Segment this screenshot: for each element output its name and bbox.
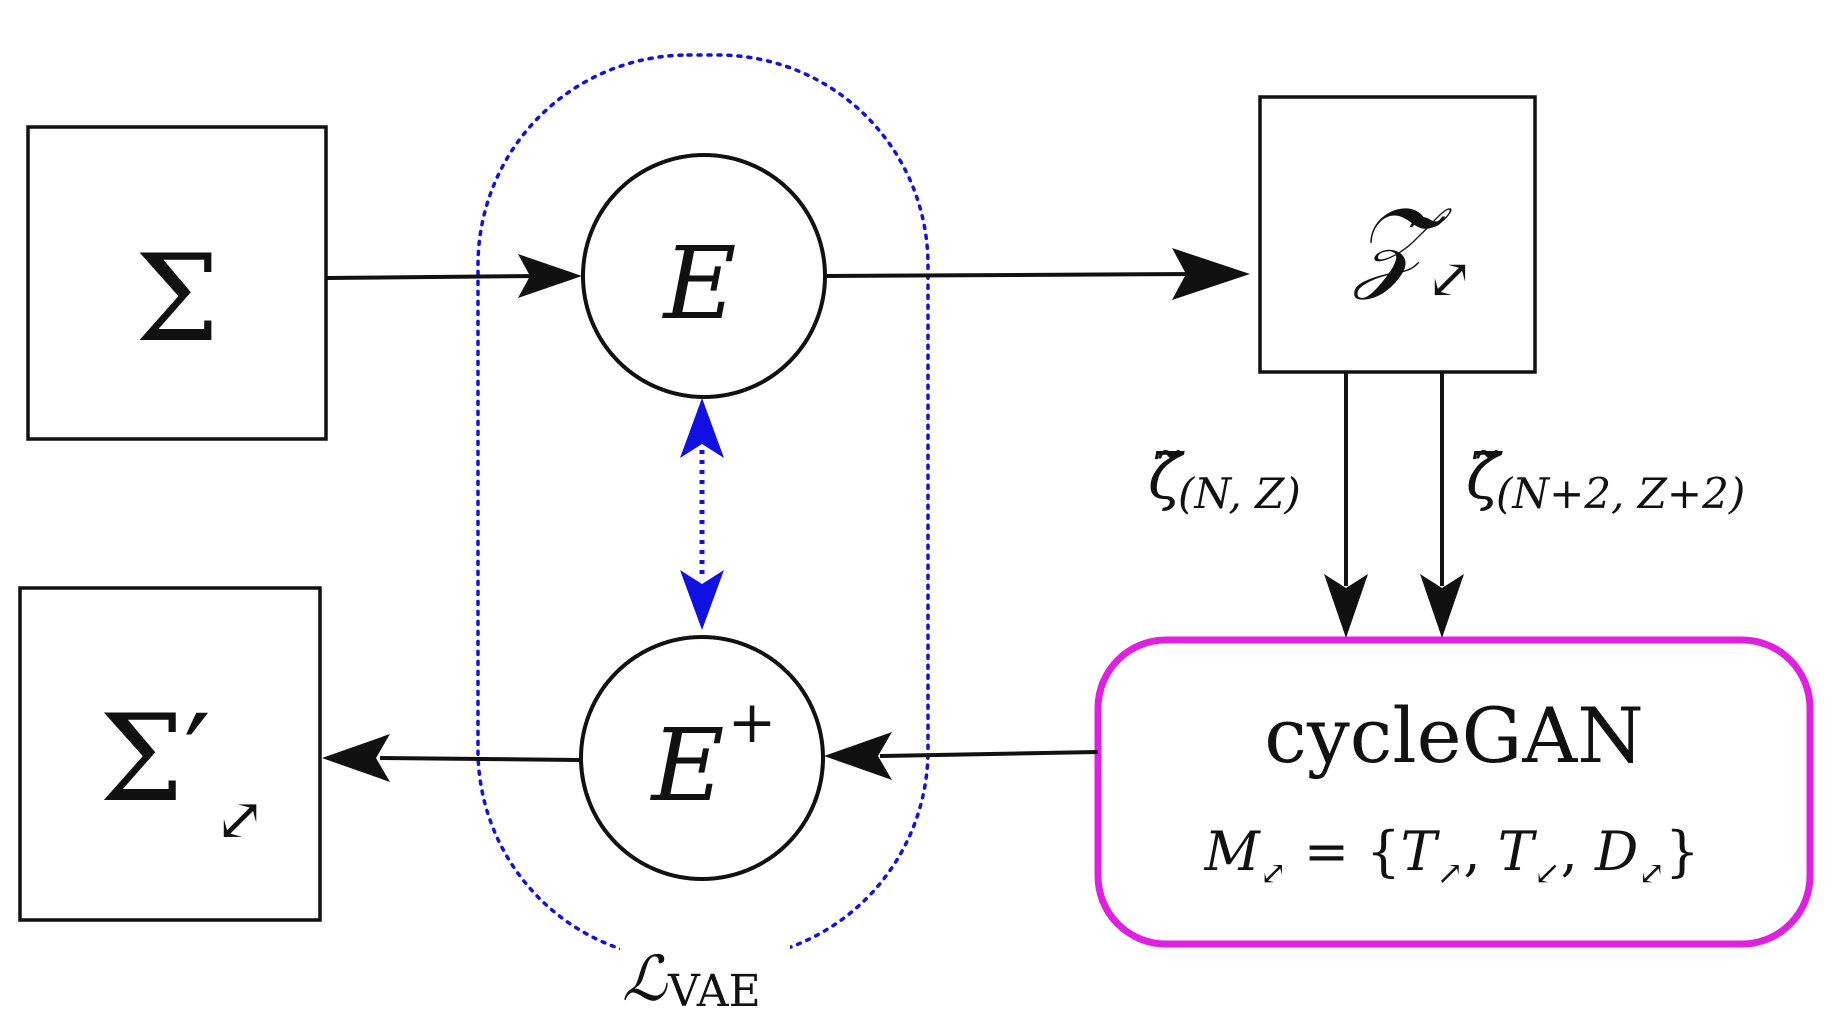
encoder-plus-node: E +	[579, 635, 825, 881]
formula-sep2: ,	[1561, 820, 1595, 883]
formula-t1-sub: ↗	[1437, 854, 1464, 892]
cyclegan-node: cycleGAN M⤢ = {T↗, T↙, D⤢}	[1094, 636, 1814, 948]
formula-eq: = {	[1287, 820, 1401, 883]
formula-t1: T	[1401, 820, 1441, 883]
zeta1-label: ζ̃ (N, Z)	[1148, 440, 1301, 518]
vae-loss-label: ℒ VAE	[620, 942, 790, 1017]
vae-loss-symbol: ℒ	[622, 942, 668, 1015]
encoder-plus-label: E	[650, 707, 725, 824]
sigma-node: Σ	[26, 125, 328, 441]
encoder-node: E	[581, 153, 827, 399]
formula-close: }	[1665, 820, 1699, 883]
formula-d-sub: ⤢	[1638, 854, 1665, 892]
encoder-plus-superscript: +	[728, 688, 777, 756]
sigma-prime-node: Σ′ ⤢	[18, 586, 322, 922]
formula-t2: T	[1498, 820, 1538, 883]
edge-encoder-to-z-tilde	[825, 248, 1250, 300]
zeta1-subscript: (N, Z)	[1178, 469, 1301, 518]
formula-m-sub: ⤢	[1260, 854, 1287, 892]
vae-loss-subscript: VAE	[667, 966, 761, 1017]
zeta1-symbol: ζ̃	[1148, 440, 1185, 513]
encoder-label: E	[662, 225, 737, 342]
edge-sigma-to-encoder	[325, 254, 582, 298]
sigma-prime-label: Σ′	[99, 690, 211, 829]
sigma-prime-subscript: ⤢	[215, 785, 265, 855]
formula-t2-sub: ↙	[1534, 854, 1561, 892]
z-tilde-node: 𝒵̃ ⤢	[1258, 95, 1537, 374]
formula-sep1: ,	[1463, 820, 1497, 883]
edge-zeta2	[1420, 372, 1464, 638]
zeta2-symbol: ζ̃	[1466, 440, 1503, 513]
cyclegan-formula: M⤢ = {T↗, T↙, D⤢}	[1204, 820, 1700, 892]
edge-cyclegan-to-encoder-plus	[824, 732, 1099, 780]
formula-d: D	[1594, 820, 1638, 883]
edge-encoder-plus-to-sigma-prime	[322, 734, 581, 782]
zeta2-label: ζ̃ (N+2, Z+2)	[1466, 440, 1745, 518]
edge-encoder-decoder-link	[680, 398, 724, 630]
z-tilde-subscript: ⤢	[1427, 247, 1474, 312]
edge-zeta1	[1324, 372, 1368, 638]
zeta2-subscript: (N+2, Z+2)	[1496, 469, 1745, 518]
formula-m: M	[1204, 820, 1262, 883]
cyclegan-title: cycleGAN	[1264, 691, 1643, 780]
sigma-label: Σ	[135, 230, 220, 369]
